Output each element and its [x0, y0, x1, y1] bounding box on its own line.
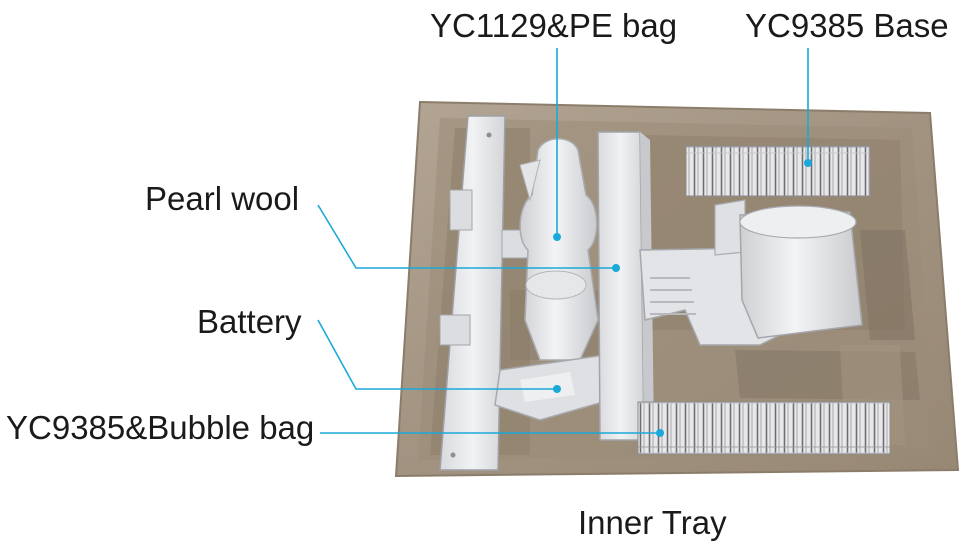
- leader-lines: [317, 48, 809, 434]
- base-spring-coils: [685, 145, 871, 197]
- label-pe-bag: YC1129&PE bag: [430, 7, 678, 44]
- pe-bag-dot: [553, 233, 561, 241]
- label-battery: Battery: [197, 303, 302, 340]
- label-bubble-bag: YC9385&Bubble bag: [6, 409, 315, 446]
- bubble-bag-item: [494, 354, 611, 421]
- bubble-bag-dot: [656, 429, 664, 437]
- label-base: YC9385 Base: [745, 7, 949, 44]
- battery-dot: [553, 385, 561, 393]
- leader-battery: [317, 319, 557, 390]
- leader-pearl-wool: [317, 204, 616, 269]
- pe-bag-item: [519, 138, 599, 361]
- label-pearl-wool: Pearl wool: [145, 180, 300, 217]
- base-unit: [639, 199, 863, 346]
- base-dot: [804, 159, 812, 167]
- leader-dots: [553, 159, 812, 437]
- mounting-pole: [439, 115, 531, 471]
- label-inner-tray: Inner Tray: [578, 504, 727, 541]
- bubble-bag-spring-coils: [637, 401, 891, 455]
- pearl-wool-dot: [612, 264, 620, 272]
